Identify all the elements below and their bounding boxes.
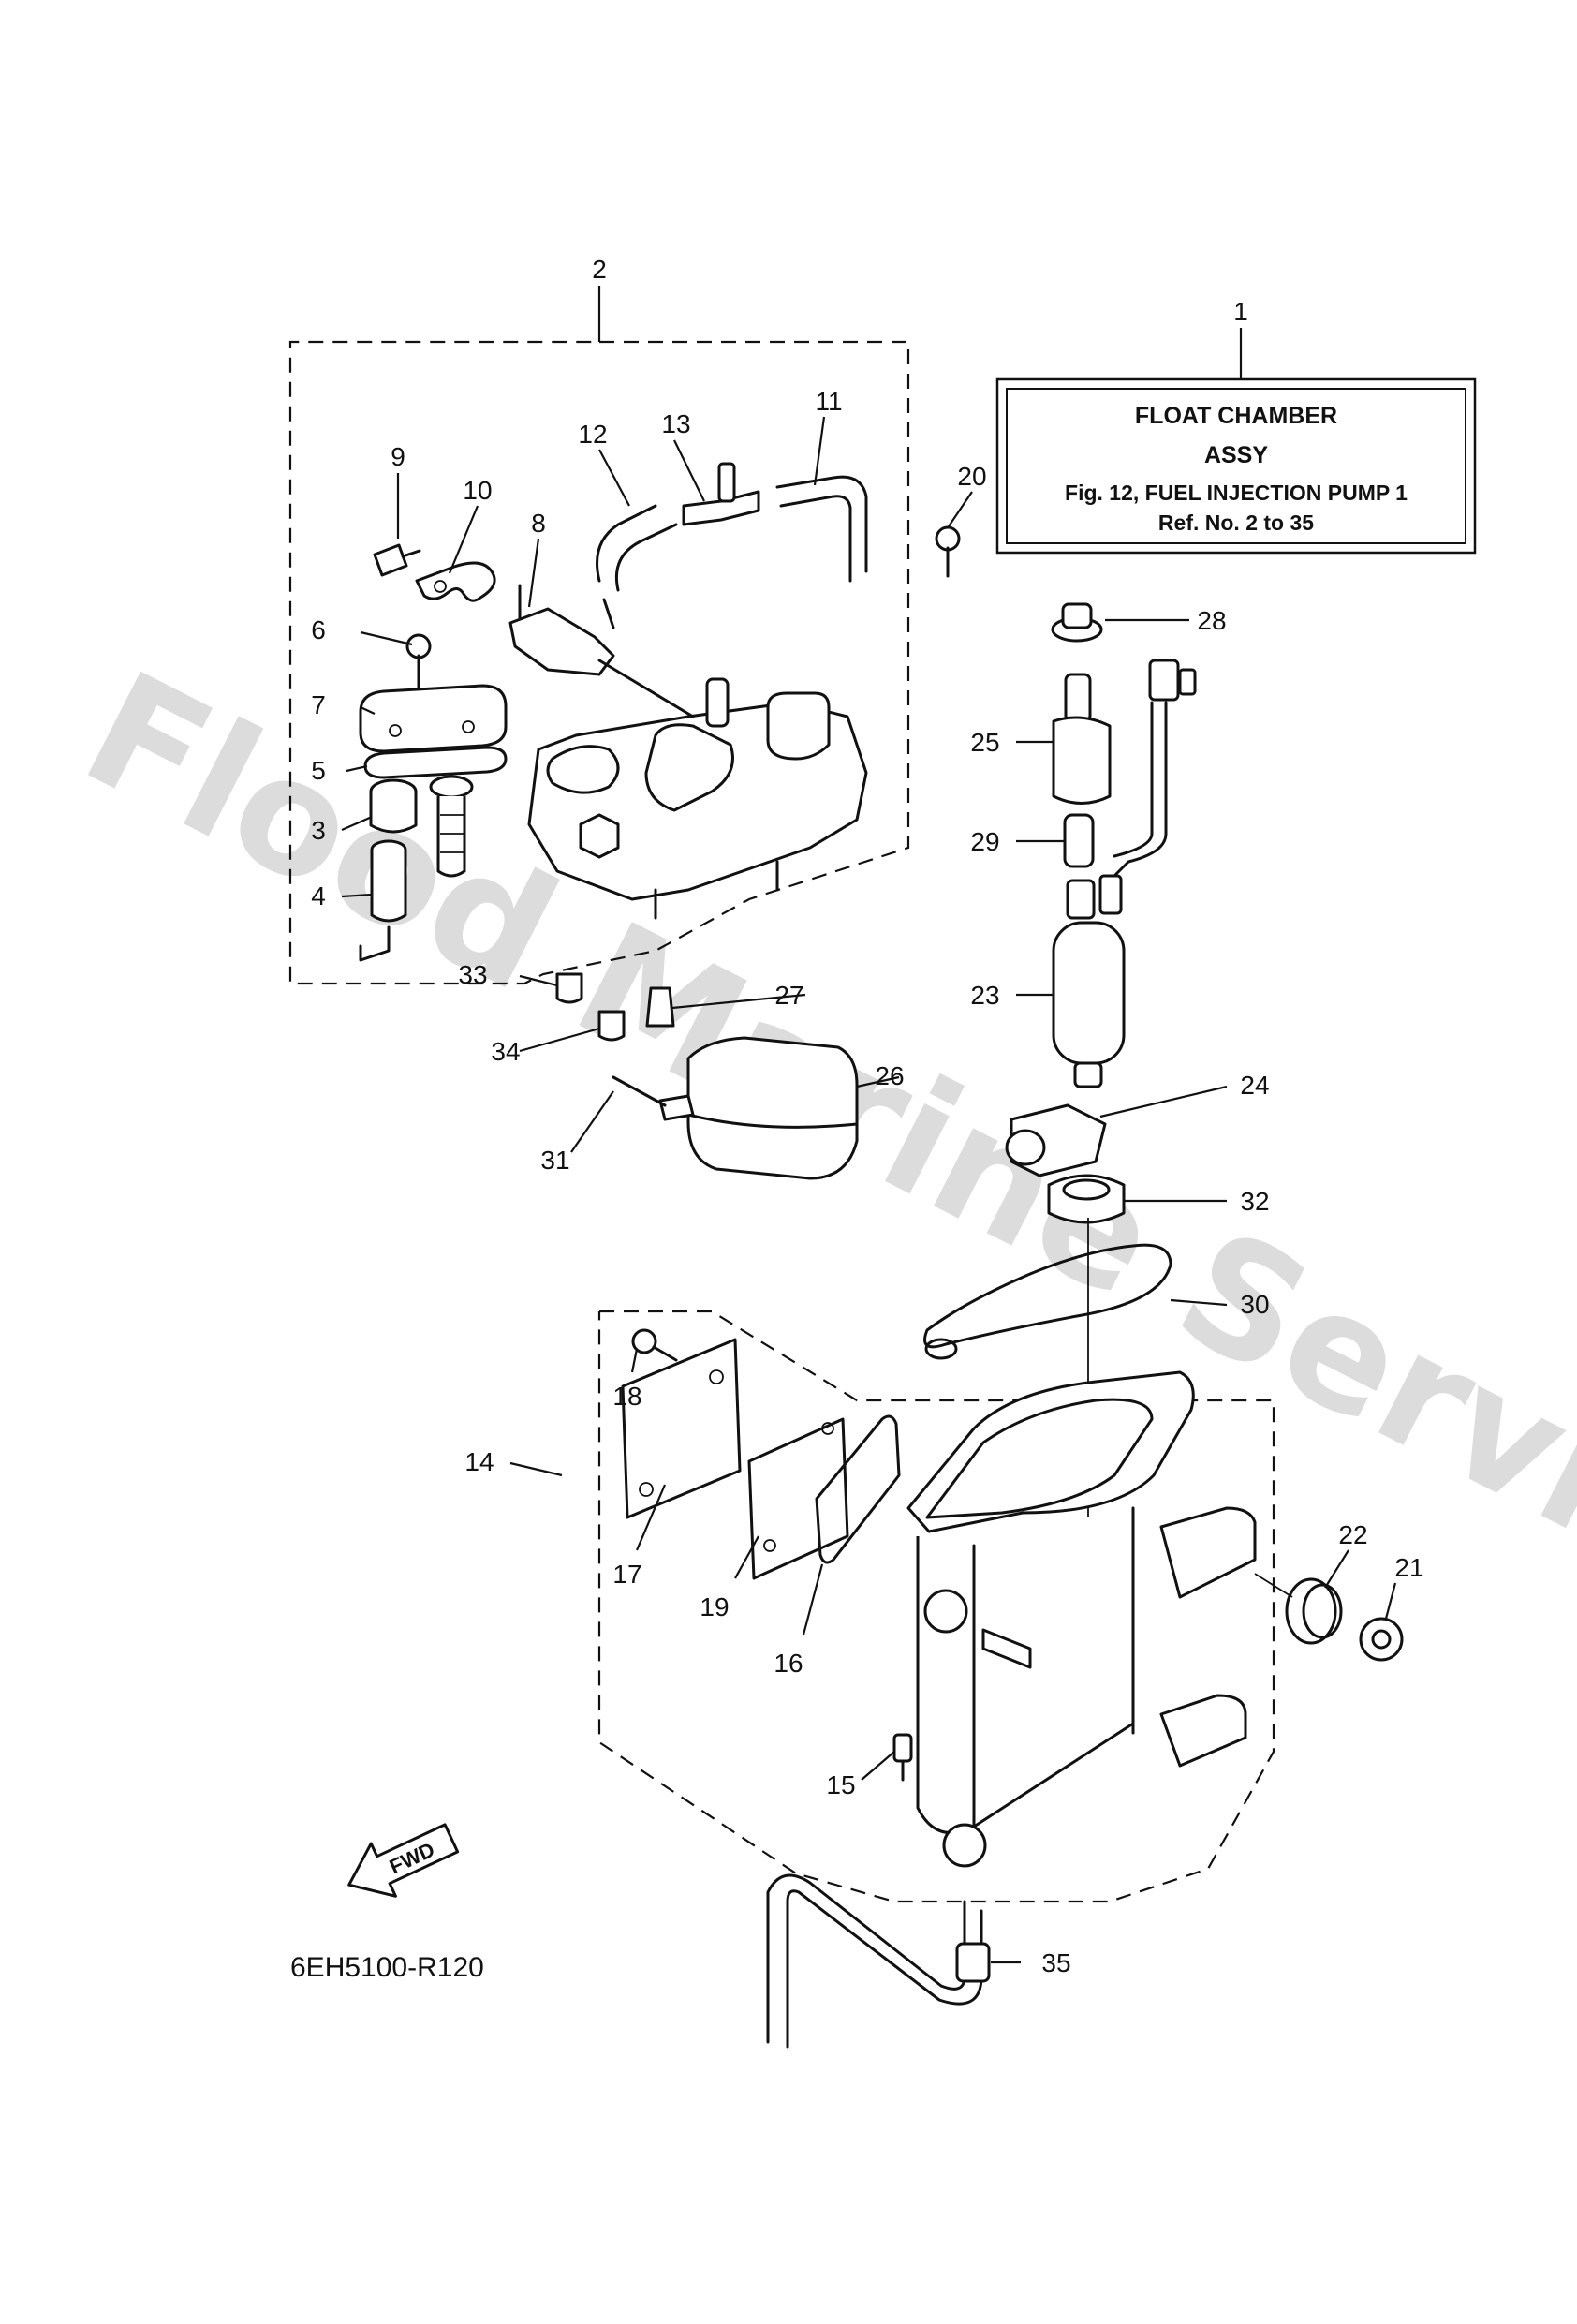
callout-4: 4 xyxy=(311,881,326,910)
part-sleeve-4 xyxy=(359,839,407,962)
part-bolt-33 xyxy=(555,972,583,1004)
callout-6: 6 xyxy=(311,615,326,644)
callout-13: 13 xyxy=(661,409,690,438)
callout-35: 35 xyxy=(1041,1948,1070,1977)
callout-23: 23 xyxy=(970,981,999,1010)
part-float-chamber-body xyxy=(906,1370,1257,1868)
part-fuel-pump-23 xyxy=(1052,874,1126,1088)
part-holder-32 xyxy=(1047,1174,1126,1224)
part-screw-20 xyxy=(935,525,961,578)
part-cover-7 xyxy=(359,684,508,753)
part-screw-18 xyxy=(631,1328,678,1362)
callout-27: 27 xyxy=(774,981,803,1010)
callout-34: 34 xyxy=(491,1037,520,1066)
callout-21: 21 xyxy=(1394,1553,1423,1582)
callout-14: 14 xyxy=(464,1447,494,1476)
callout-19: 19 xyxy=(700,1592,729,1621)
title-box-figure-ref: Fig. 12, FUEL INJECTION PUMP 1 xyxy=(1065,481,1408,505)
part-clamp-24 xyxy=(1005,1103,1107,1177)
part-grommet-28 xyxy=(1051,602,1103,643)
part-sensor-8 xyxy=(508,584,695,718)
part-cover-26 xyxy=(658,1036,859,1180)
fwd-arrow-icon: FWD xyxy=(347,1823,460,1898)
callout-17: 17 xyxy=(612,1560,641,1589)
callout-labels: 1 2 3 4 5 6 7 8 9 10 11 12 13 14 15 16 1… xyxy=(311,255,1423,1977)
part-clip-10 xyxy=(415,561,496,602)
part-harness xyxy=(1108,659,1197,882)
part-nipple-27 xyxy=(645,986,675,1028)
part-screw-15 xyxy=(892,1733,913,1782)
part-hose-35 xyxy=(766,1873,991,2049)
callout-2: 2 xyxy=(592,255,607,284)
part-filter-3 xyxy=(369,775,474,878)
part-hose-11 xyxy=(775,475,868,583)
callout-24: 24 xyxy=(1240,1071,1269,1100)
part-gasket-16 xyxy=(815,1414,901,1564)
assembly-boundary-upper xyxy=(288,340,910,985)
part-plate-17 xyxy=(621,1338,742,1519)
assembly-boundary-lower xyxy=(597,1310,1275,1903)
callout-3: 3 xyxy=(311,816,326,845)
callout-30: 30 xyxy=(1240,1290,1269,1319)
callout-20: 20 xyxy=(957,462,986,491)
part-coupling-29 xyxy=(1063,813,1095,868)
part-gasket-19 xyxy=(747,1417,849,1580)
part-gasket-30 xyxy=(923,1243,1172,1360)
part-tee-13 xyxy=(682,462,760,526)
title-box-ref-range: Ref. No. 2 to 35 xyxy=(1158,511,1314,535)
title-box-title: FLOAT CHAMBER xyxy=(1135,403,1337,429)
leader-lines xyxy=(341,416,1397,1964)
part-gasket-5 xyxy=(363,746,508,779)
part-screw-6 xyxy=(405,633,432,695)
callout-11: 11 xyxy=(815,387,842,416)
callout-33: 33 xyxy=(458,960,487,989)
callout-8: 8 xyxy=(531,509,546,538)
part-collar-21 xyxy=(1359,1617,1404,1662)
callout-10: 10 xyxy=(463,476,492,505)
part-pump-body xyxy=(527,677,868,920)
title-box: FLOAT CHAMBER ASSY Fig. 12, FUEL INJECTI… xyxy=(995,377,1477,555)
callout-29: 29 xyxy=(970,827,999,856)
callout-15: 15 xyxy=(826,1770,855,1799)
callout-28: 28 xyxy=(1197,606,1226,635)
callout-32: 32 xyxy=(1240,1187,1269,1216)
part-grommet-22 xyxy=(1285,1577,1343,1645)
part-bolt-9 xyxy=(373,543,421,577)
diagram-code: 6EH5100-R120 xyxy=(290,1952,484,1983)
callout-18: 18 xyxy=(612,1382,641,1411)
callout-16: 16 xyxy=(774,1649,803,1678)
part-bolt-34 xyxy=(597,1010,626,1042)
callout-5: 5 xyxy=(311,756,326,785)
title-box-subtitle: ASSY xyxy=(1204,442,1268,468)
part-hose-12 xyxy=(596,504,678,629)
callout-1: 1 xyxy=(1233,297,1248,326)
callout-26: 26 xyxy=(875,1061,904,1090)
part-pin-31 xyxy=(612,1075,667,1107)
callout-9: 9 xyxy=(391,442,405,471)
part-housing-25 xyxy=(1052,673,1112,805)
callout-12: 12 xyxy=(578,420,607,449)
callout-25: 25 xyxy=(970,728,999,757)
callout-22: 22 xyxy=(1338,1520,1367,1549)
callout-7: 7 xyxy=(311,690,326,719)
callout-31: 31 xyxy=(540,1146,569,1175)
